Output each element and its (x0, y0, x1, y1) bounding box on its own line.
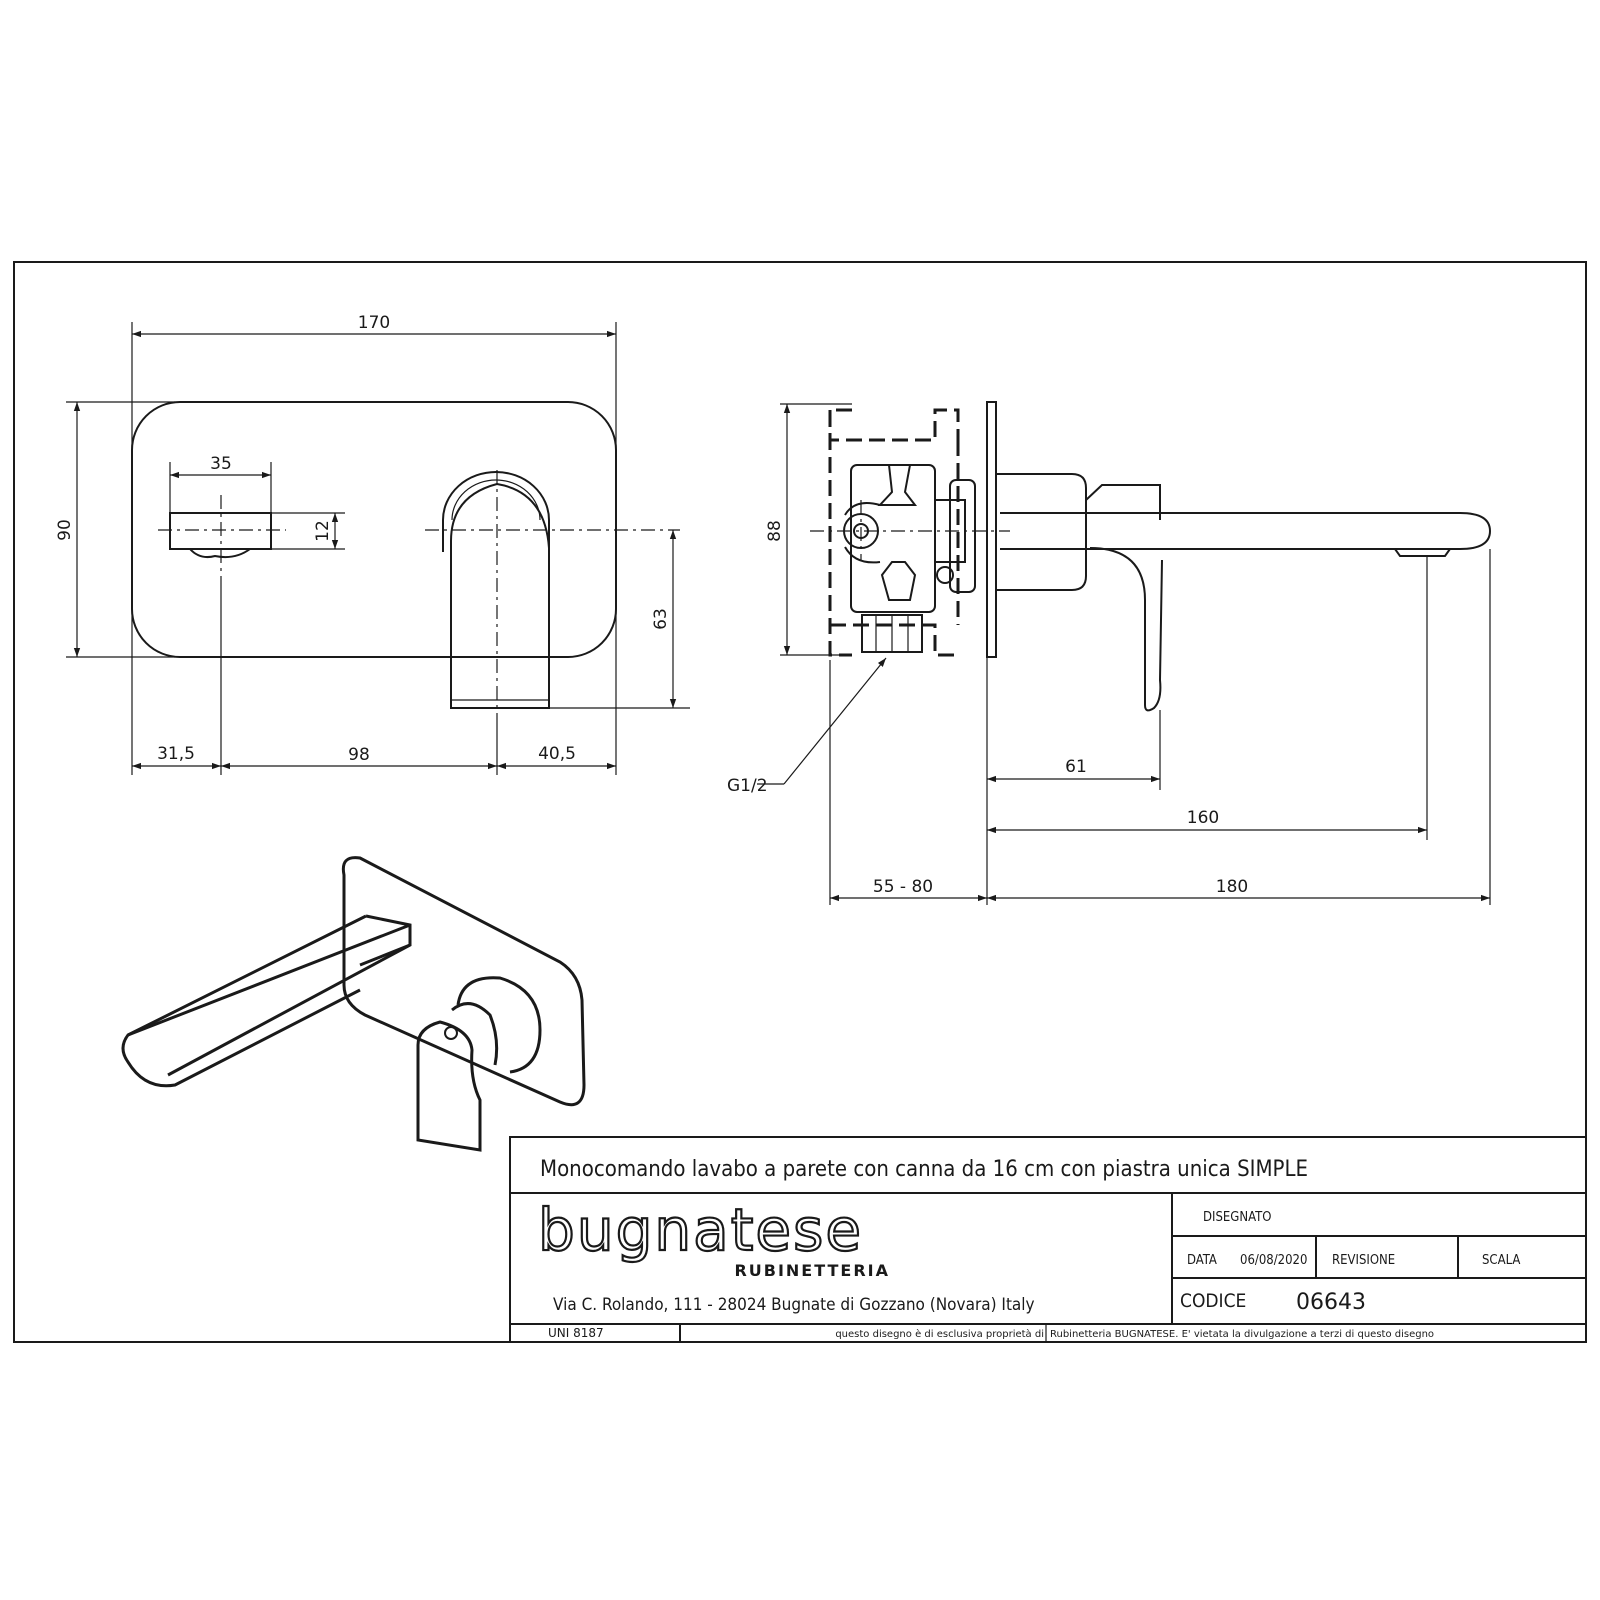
ownership-notice-left: questo disegno è di esclusiva proprietà … (835, 1328, 1044, 1340)
brand-logo-text: bugnatese (538, 1196, 863, 1264)
dim-lever-projection: 61 (1065, 757, 1087, 777)
dim-right-offset: 40,5 (538, 744, 576, 764)
dim-spout-width: 35 (210, 454, 232, 474)
iso-cover-plate (341, 856, 586, 1107)
dim-left-offset: 31,5 (157, 744, 195, 764)
value-data: 06/08/2020 (1240, 1253, 1307, 1268)
dim-body-height: 88 (765, 520, 785, 542)
dim-overall-width: 170 (358, 313, 390, 333)
dim-wall-depth: 55 - 80 (873, 877, 933, 897)
lever-handle (450, 482, 550, 709)
label-connection: G1/2 (727, 776, 768, 796)
label-disegnato: DISEGNATO (1203, 1210, 1271, 1225)
dim-spout-projection: 160 (1187, 808, 1219, 828)
dim-spout-height: 12 (313, 520, 333, 542)
cartridge-ring (442, 471, 550, 552)
dim-center-distance: 98 (348, 745, 370, 765)
dim-lever-height: 63 (651, 608, 671, 630)
ownership-notice-right: Rubinetteria BUGNATESE. E' vietata la di… (1050, 1329, 1434, 1340)
spout-outlet (189, 548, 251, 559)
front-view: 170 90 35 12 63 31,5 98 40,5 (55, 313, 690, 775)
mixer-body (995, 473, 1087, 591)
label-data: DATA (1187, 1253, 1217, 1268)
drawing-title: Monocomando lavabo a parete con canna da… (540, 1157, 1308, 1182)
value-codice: 06643 (1296, 1290, 1366, 1315)
label-standard: UNI 8187 (548, 1326, 604, 1340)
dim-overall-height: 90 (55, 519, 75, 541)
side-spout (1000, 512, 1492, 550)
iso-lever (416, 1020, 482, 1152)
brand-subtitle: RUBINETTERIA (734, 1261, 890, 1280)
cartridge-inner-ring (451, 479, 541, 521)
company-address: Via C. Rolando, 111 - 28024 Bugnate di G… (553, 1295, 1035, 1315)
wall-plate (986, 401, 997, 658)
iso-spout (121, 914, 367, 1088)
label-scala: SCALA (1482, 1253, 1520, 1268)
label-codice: CODICE (1180, 1290, 1246, 1312)
side-view: 88 G1/2 61 160 55 - 80 180 (727, 401, 1492, 905)
title-block: Monocomando lavabo a parete con canna da… (509, 1136, 1587, 1343)
label-revisione: REVISIONE (1332, 1253, 1395, 1268)
dim-total-projection: 180 (1216, 877, 1248, 897)
isometric-view (121, 856, 586, 1152)
